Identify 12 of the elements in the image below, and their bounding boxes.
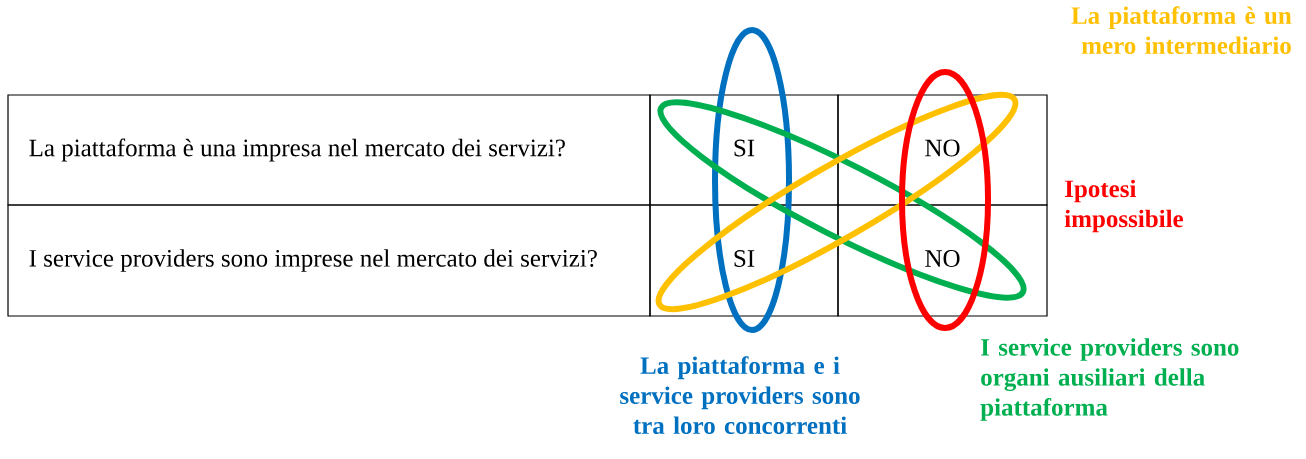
ellipse-label: La piattaforma e i service providers sono tra loro concorrenti [620, 356, 860, 435]
ellipse-outline [899, 69, 991, 331]
table-cell: NO [837, 94, 1048, 206]
table-cell: I service providers sono imprese nel mercato dei servizi? [7, 204, 651, 317]
table-cell: La piattaforma è una impresa nel mercato dei servizi? [7, 94, 651, 206]
table-cell: NO [837, 204, 1048, 317]
ellipse-outline [712, 27, 792, 333]
ellipse-label: Ipotesi impossibile [1064, 179, 1184, 233]
ellipse-label: I service providers sono organi ausiliari della piattaforma [980, 338, 1239, 421]
table-cell: SI [649, 94, 839, 206]
table-cell: SI [649, 204, 839, 317]
ellipse-label: La piattaforma è un mero intermediario [1071, 6, 1292, 55]
